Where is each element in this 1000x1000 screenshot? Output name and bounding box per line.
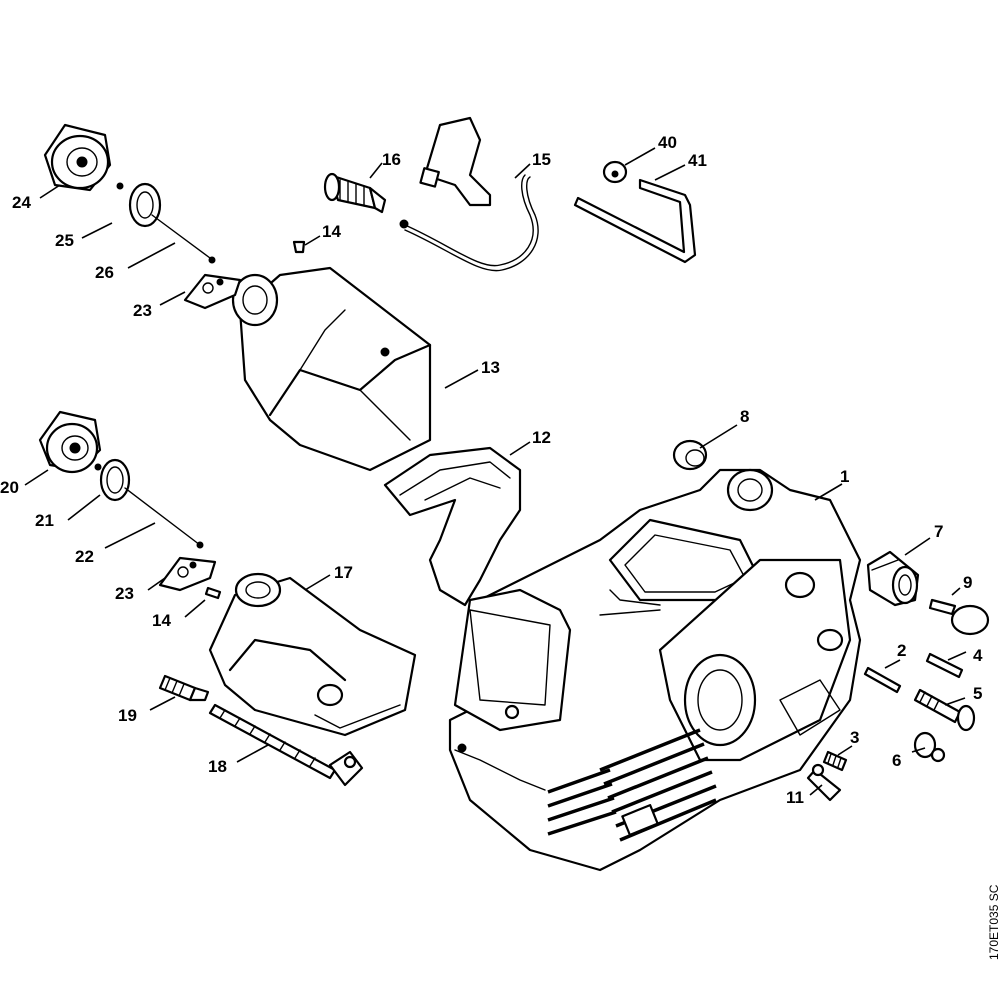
- callout-3: 3: [850, 728, 859, 747]
- string-26: [151, 214, 216, 264]
- callout-24: 24: [12, 193, 31, 212]
- callout-1: 1: [840, 467, 849, 486]
- callout-40: 40: [658, 133, 677, 152]
- callout-5: 5: [973, 684, 982, 703]
- clip-11: [806, 763, 842, 802]
- callout-17: 17: [334, 563, 353, 582]
- pin-4: [925, 652, 964, 679]
- callout-25: 25: [55, 231, 74, 250]
- retainer-23-upper: [183, 273, 242, 310]
- spring-cable-18: [208, 703, 364, 787]
- callout-12: 12: [532, 428, 551, 447]
- fitting-14-lower: [204, 586, 222, 600]
- callout-23-lower: 23: [115, 584, 134, 603]
- callout-2: 2: [897, 641, 906, 660]
- string-22: [124, 487, 204, 549]
- cooling-grille: [547, 728, 717, 842]
- baffle-12: [383, 446, 522, 607]
- cap-9: [928, 598, 990, 636]
- grommet-40: [602, 160, 628, 184]
- sleeve-19: [158, 674, 210, 702]
- callout-22: 22: [75, 547, 94, 566]
- leader-lines: [24, 147, 967, 796]
- callout-6: 6: [892, 751, 901, 770]
- screw-3: [822, 750, 848, 772]
- callout-19: 19: [118, 706, 137, 725]
- pin-2: [863, 666, 902, 694]
- callout-13: 13: [481, 358, 500, 377]
- retainer-23-lower: [158, 556, 217, 592]
- tank-13: [231, 266, 432, 472]
- callout-20: 20: [0, 478, 19, 497]
- callout-21: 21: [35, 511, 54, 530]
- callout-7: 7: [934, 522, 943, 541]
- callout-labels: 1 2 3 4 5 6 7 8 9 11 12 13 14 14 15 16 1…: [0, 133, 983, 807]
- screw-6: [913, 731, 946, 763]
- plug-8: [672, 439, 708, 471]
- callout-9: 9: [963, 573, 972, 592]
- callout-4: 4: [973, 646, 983, 665]
- callout-41: 41: [688, 151, 707, 170]
- fitting-14-upper: [292, 240, 306, 254]
- callout-14-lower: 14: [152, 611, 171, 630]
- seal-21: [94, 458, 131, 502]
- grommet-7: [866, 550, 920, 607]
- callout-18: 18: [208, 757, 227, 776]
- fuel-filter-16: [323, 172, 387, 214]
- callout-8: 8: [740, 407, 749, 426]
- callout-23-upper: 23: [133, 301, 152, 320]
- seal-25: [116, 182, 162, 228]
- callout-16: 16: [382, 150, 401, 169]
- tank-17: [208, 572, 417, 737]
- cap-20: [38, 410, 102, 474]
- callout-14-upper: 14: [322, 222, 341, 241]
- callout-26: 26: [95, 263, 114, 282]
- callout-15: 15: [532, 150, 551, 169]
- crankcase-housing: [448, 468, 862, 872]
- drawing-code: 170ET035 SC: [987, 884, 1000, 960]
- rod-41: [573, 178, 697, 264]
- fuel-hose-15: [399, 116, 539, 272]
- cap-24: [43, 123, 112, 192]
- callout-11: 11: [786, 788, 804, 807]
- bolt-5: [913, 688, 976, 732]
